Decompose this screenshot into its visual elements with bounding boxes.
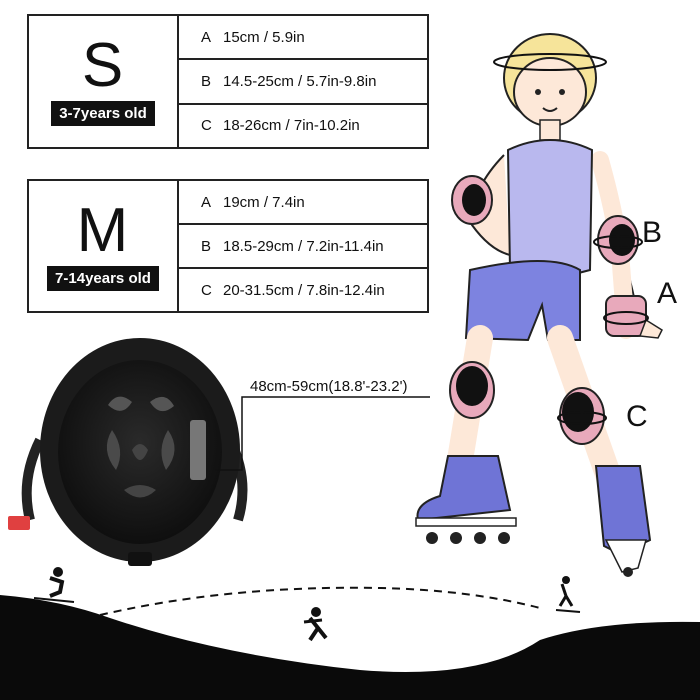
helmet-strap-left xyxy=(21,437,45,522)
row-value: 18.5-29cm / 7.2in-11.4in xyxy=(223,237,384,255)
child-illustration xyxy=(415,33,663,577)
size-letter-m: M xyxy=(76,195,130,265)
eye-icon xyxy=(535,89,541,95)
wrist-measure-icon xyxy=(603,311,649,325)
size-s-row-c: C 18-26cm / 7in-10.2in xyxy=(179,105,427,147)
elbow-pad-left-cap xyxy=(462,184,486,216)
size-letter-s: S xyxy=(81,31,125,100)
size-m-header: M 7-14years old xyxy=(29,181,179,311)
wheel-icon xyxy=(474,532,486,544)
row-value: 20-31.5cm / 7.8in-12.4in xyxy=(223,281,385,299)
row-key: C xyxy=(201,117,212,135)
wrist-guard xyxy=(605,295,647,337)
callout-b: B xyxy=(642,216,663,249)
callout-c: C xyxy=(626,400,648,433)
strap-buckle xyxy=(8,516,30,530)
skier-icon xyxy=(33,567,75,603)
row-value: 19cm / 7.4in xyxy=(223,193,305,211)
skate-left xyxy=(416,455,512,522)
helmet-circumference: 48cm-59cm(18.8'-23.2') xyxy=(250,378,408,395)
terrain-footer xyxy=(0,567,700,700)
row-key: A xyxy=(201,193,212,211)
row-value: 14.5-25cm / 5.7in-9.8in xyxy=(223,72,377,90)
size-table-m: M 7-14years old A 19cm / 7.4in B 18.5-29cm… xyxy=(27,179,429,313)
callout-a: A xyxy=(657,277,678,310)
vent-icon xyxy=(108,396,132,411)
wheel-icon xyxy=(623,567,633,577)
knee-pad-left-cap xyxy=(456,366,488,406)
knee-measure-icon xyxy=(557,411,607,425)
tank-top xyxy=(506,139,594,277)
row-key: B xyxy=(201,72,212,90)
vent-icon xyxy=(161,430,175,470)
size-m-row-b: B 18.5-29cm / 7.2in-11.4in xyxy=(179,225,427,269)
wheel-icon xyxy=(450,532,462,544)
hand xyxy=(638,318,663,339)
age-range-s: 3-7years old xyxy=(51,101,155,126)
vent-icon xyxy=(124,485,156,498)
size-s-row-b: B 14.5-25cm / 5.7in-9.8in xyxy=(179,60,427,105)
dashed-path xyxy=(99,586,541,616)
size-m-row-c: C 20-31.5cm / 7.8in-12.4in xyxy=(179,269,427,311)
size-table-s: S 3-7years old A 15cm / 5.9in B 14.5-25cm … xyxy=(27,14,429,149)
helmet-illustration xyxy=(8,338,248,566)
dial-icon xyxy=(128,552,152,566)
wheel-icon xyxy=(498,532,510,544)
head-measure-icon xyxy=(493,53,607,71)
row-key: C xyxy=(201,281,212,299)
elbow-measure-icon xyxy=(593,235,643,249)
size-s-header: S 3-7years old xyxy=(29,16,179,147)
vent-icon xyxy=(150,396,174,412)
size-s-row-a: A 15cm / 5.9in xyxy=(179,16,427,61)
shorts xyxy=(464,260,581,342)
row-value: 18-26cm / 7in-10.2in xyxy=(223,117,360,135)
row-key: A xyxy=(201,28,212,46)
skater-icon xyxy=(303,607,328,642)
row-value: 15cm / 5.9in xyxy=(223,28,305,46)
wheel-icon xyxy=(426,532,438,544)
helmet-pad xyxy=(190,420,206,480)
vent-icon xyxy=(132,444,148,460)
eye-icon xyxy=(559,89,565,95)
ground xyxy=(0,595,700,700)
row-key: B xyxy=(201,237,212,255)
vent-icon xyxy=(106,430,121,470)
elbow-pad-right-cap xyxy=(609,224,635,256)
size-m-row-a: A 19cm / 7.4in xyxy=(179,181,427,225)
age-range-m: 7-14years old xyxy=(47,265,159,291)
skateboarder-icon xyxy=(555,576,581,613)
mouth xyxy=(542,107,558,112)
